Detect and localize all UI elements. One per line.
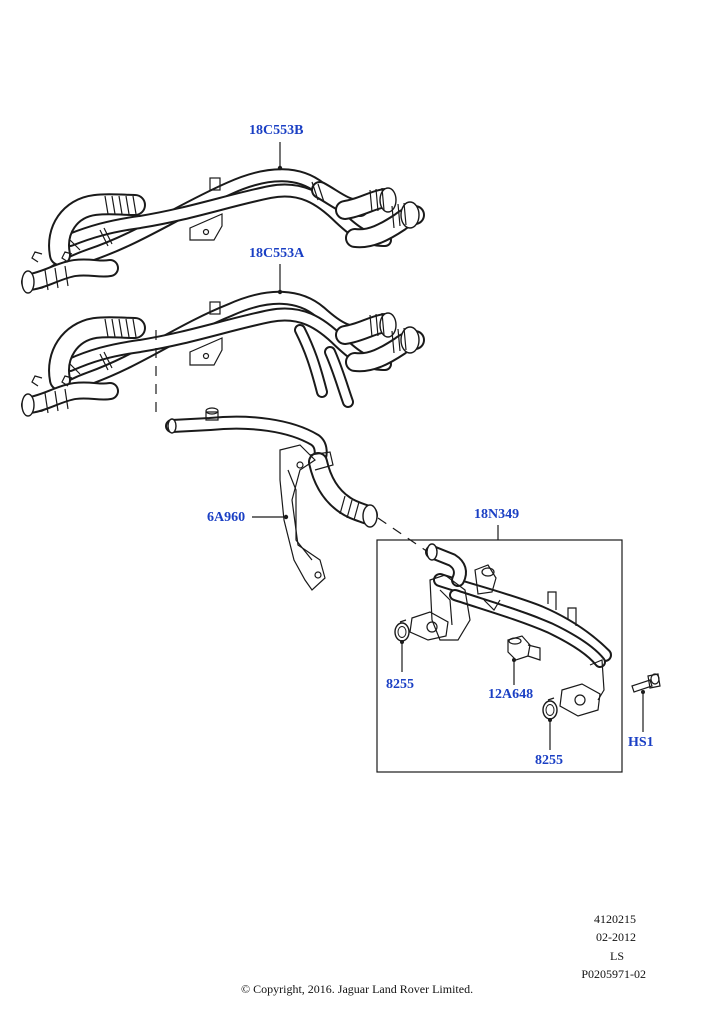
copyright-notice: © Copyright, 2016. Jaguar Land Rover Lim… bbox=[241, 982, 474, 996]
hose-assembly-lower[interactable] bbox=[21, 290, 425, 417]
callout-hs1[interactable]: HS1 bbox=[628, 735, 654, 750]
hose-assembly-upper[interactable] bbox=[21, 168, 425, 294]
coolant-housing[interactable] bbox=[409, 543, 612, 717]
bolt-icon[interactable] bbox=[631, 673, 661, 693]
callout-18c553b[interactable]: 18C553B bbox=[249, 123, 304, 138]
callout-12a648[interactable]: 12A648 bbox=[488, 687, 534, 702]
housing-detail-frame bbox=[376, 539, 623, 773]
hose-clamp-icon-right[interactable] bbox=[542, 697, 558, 720]
sensor-icon[interactable] bbox=[507, 635, 541, 661]
callout-8255-right[interactable]: 8255 bbox=[535, 753, 563, 768]
drawing-initials: LS bbox=[609, 949, 624, 963]
callout-18c553a[interactable]: 18C553A bbox=[249, 246, 305, 261]
hose-clamp-icon[interactable] bbox=[394, 619, 410, 642]
callout-6a960[interactable]: 6A960 bbox=[207, 510, 246, 525]
callout-8255-left[interactable]: 8255 bbox=[386, 677, 414, 692]
drawing-date: 02-2012 bbox=[596, 930, 636, 944]
part-reference: P0205971-02 bbox=[581, 967, 646, 981]
callout-18n349[interactable]: 18N349 bbox=[474, 507, 520, 522]
drawing-code: 4120215 bbox=[594, 912, 636, 926]
pipe-bracket-assembly[interactable] bbox=[165, 407, 378, 591]
